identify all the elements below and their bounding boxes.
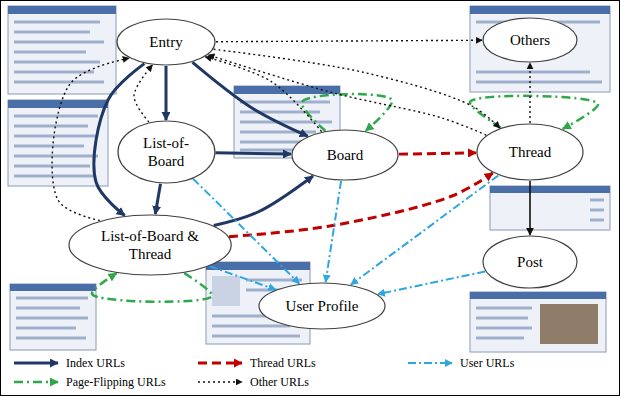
node-label: List-of-Board (134, 134, 198, 170)
legend-label: Index URLs (66, 356, 125, 370)
node-label: Post (517, 253, 543, 271)
url-link-arrow (351, 175, 498, 284)
page-type-ellipse: List-of-Board (117, 120, 216, 184)
url-link-arrow (52, 58, 129, 220)
legend-entry: Index URLs (12, 356, 125, 370)
url-link-arrow (214, 49, 500, 128)
page-screenshot (470, 292, 606, 352)
page-type-ellipse: Post (482, 235, 578, 289)
url-link-arrow (210, 266, 276, 289)
legend-entry: Page-Flipping URLs (12, 375, 166, 389)
legend-entry: Thread URLs (196, 356, 316, 370)
page-type-ellipse: Thread (476, 123, 584, 181)
page-type-ellipse: Board (291, 129, 399, 181)
node-label: Others (510, 31, 550, 49)
url-link-arrow (164, 66, 167, 120)
url-link-arrow (215, 153, 291, 154)
legend-line-sample (12, 357, 62, 369)
url-link-arrow (529, 63, 530, 123)
url-link-arrow (155, 184, 160, 214)
legend-entry: Other URLs (196, 375, 309, 389)
url-link-arrow (229, 173, 493, 237)
legend-line-sample (196, 357, 246, 369)
page-screenshot (8, 6, 116, 94)
legend-line-sample (12, 376, 62, 388)
url-link-arrow (529, 181, 531, 235)
page-type-ellipse: Entry (116, 18, 216, 66)
page-screenshot (490, 186, 610, 230)
node-label: List-of-Board & Thread (95, 227, 205, 263)
legend-label: Other URLs (250, 375, 309, 389)
url-link-arrow (205, 57, 321, 132)
ellipse-outline (68, 214, 232, 276)
url-link-arrow (399, 153, 476, 154)
legend-entry: User URLs (406, 356, 514, 370)
url-link-arrow (214, 176, 313, 226)
url-link-arrow (134, 65, 152, 122)
page-type-ellipse: Others (482, 17, 578, 63)
ellipse-outline (117, 120, 216, 184)
page-type-ellipse: User Profile (258, 282, 386, 330)
node-label: Thread (509, 143, 551, 161)
url-link-arrow (208, 55, 486, 135)
url-link-arrow (302, 94, 392, 131)
url-link-arrow (378, 272, 485, 295)
legend-label: Thread URLs (250, 356, 316, 370)
url-link-arrow (216, 40, 482, 41)
node-label: Board (327, 146, 364, 164)
node-label: User Profile (286, 297, 359, 315)
page-screenshot (470, 6, 610, 92)
node-label: Entry (149, 33, 182, 51)
legend-line-sample (196, 376, 246, 388)
url-link-arrow (326, 181, 341, 282)
legend-label: Page-Flipping URLs (66, 375, 166, 389)
page-type-ellipse: List-of-Board & Thread (68, 214, 232, 276)
url-link-arrow (92, 273, 212, 302)
legend-label: User URLs (460, 356, 514, 370)
page-screenshot (10, 284, 96, 350)
url-link-arrow (193, 62, 308, 136)
legend-line-sample (406, 357, 456, 369)
